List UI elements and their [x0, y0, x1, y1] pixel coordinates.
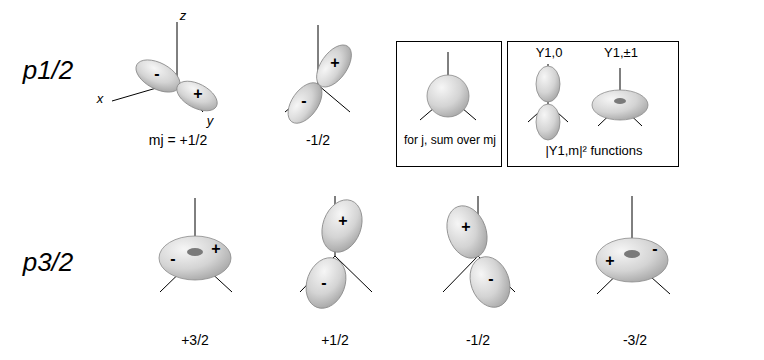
mj-value: +1/2 [321, 332, 349, 348]
axis-label: x [97, 92, 104, 107]
axis-label: z [180, 9, 187, 24]
mj-value: +3/2 [181, 332, 209, 348]
phase-sign: - [154, 65, 159, 83]
mj-value: -1/2 [306, 132, 330, 148]
panel-box: Y1,0 Y1,±1 |Y1,m|² functions [507, 41, 679, 167]
panel-caption: for j, sum over mj [404, 133, 496, 147]
phase-sign: + [461, 218, 470, 236]
phase-sign: + [193, 85, 202, 103]
panel-text: Y1,±1 [604, 45, 638, 61]
panel-text: |Y1,m|² functions [545, 143, 642, 159]
phase-sign: + [605, 252, 614, 270]
phase-sign: + [211, 240, 220, 258]
phase-sign: + [330, 54, 339, 72]
axis-label: y [207, 114, 214, 129]
phase-sign: - [652, 240, 657, 258]
mj-value: mj = +1/2 [149, 132, 207, 148]
mj-value: -1/2 [466, 332, 490, 348]
panel-text: Y1,0 [536, 45, 563, 61]
phase-sign: - [488, 270, 493, 288]
orbital-label: p3/2 [23, 248, 74, 278]
phase-sign: - [170, 250, 175, 268]
mj-value: -3/2 [623, 332, 647, 348]
phase-sign: - [321, 274, 326, 292]
orbital-label: p1/2 [23, 56, 74, 86]
phase-sign: - [301, 92, 306, 110]
phase-sign: + [338, 212, 347, 230]
panel-box: for j, sum over mj [396, 41, 502, 167]
